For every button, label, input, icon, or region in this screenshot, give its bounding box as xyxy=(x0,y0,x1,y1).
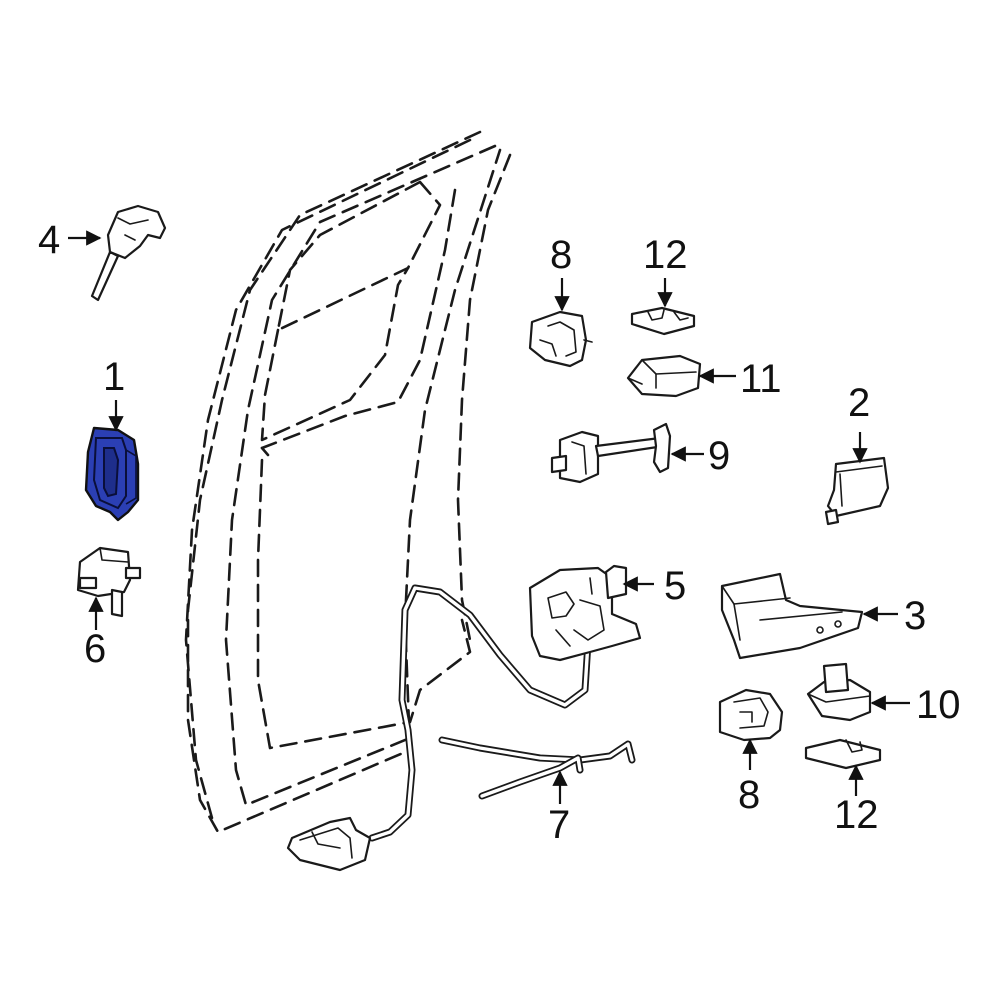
callout-arrows xyxy=(68,230,910,804)
part-12-bottom-pad xyxy=(804,738,882,770)
callout-12-bottom: 12 xyxy=(834,793,879,837)
part-11-bumper xyxy=(626,354,702,398)
callout-1: 1 xyxy=(103,355,125,399)
part-10-block xyxy=(806,662,872,722)
part-9-door-check xyxy=(550,422,672,484)
callout-2: 2 xyxy=(848,381,870,425)
callout-6: 6 xyxy=(84,627,106,671)
callout-3: 3 xyxy=(904,594,926,638)
callout-4: 4 xyxy=(38,218,60,262)
callout-10: 10 xyxy=(916,683,961,727)
release-cable xyxy=(368,584,594,842)
inside-handle xyxy=(286,816,372,872)
part-5-latch xyxy=(528,564,642,662)
part-4-rod-bracket xyxy=(90,204,167,302)
part-1-door-handle xyxy=(84,426,140,522)
callout-5: 5 xyxy=(664,564,686,608)
part-8-top-striker xyxy=(528,310,593,368)
door-outline xyxy=(184,130,512,834)
part-8-bottom-striker xyxy=(718,688,784,742)
callout-9: 9 xyxy=(708,434,730,478)
callout-11: 11 xyxy=(740,357,782,401)
callout-12-top: 12 xyxy=(643,233,688,277)
part-2-bracket xyxy=(824,456,890,526)
callout-8-bottom: 8 xyxy=(738,773,760,817)
callout-7: 7 xyxy=(548,803,570,847)
part-3-trim-panel xyxy=(720,572,864,660)
callout-8-top: 8 xyxy=(550,233,572,277)
part-6-hinge xyxy=(76,546,142,618)
part-7-rod xyxy=(438,736,636,800)
part-12-top-pad xyxy=(630,306,696,336)
